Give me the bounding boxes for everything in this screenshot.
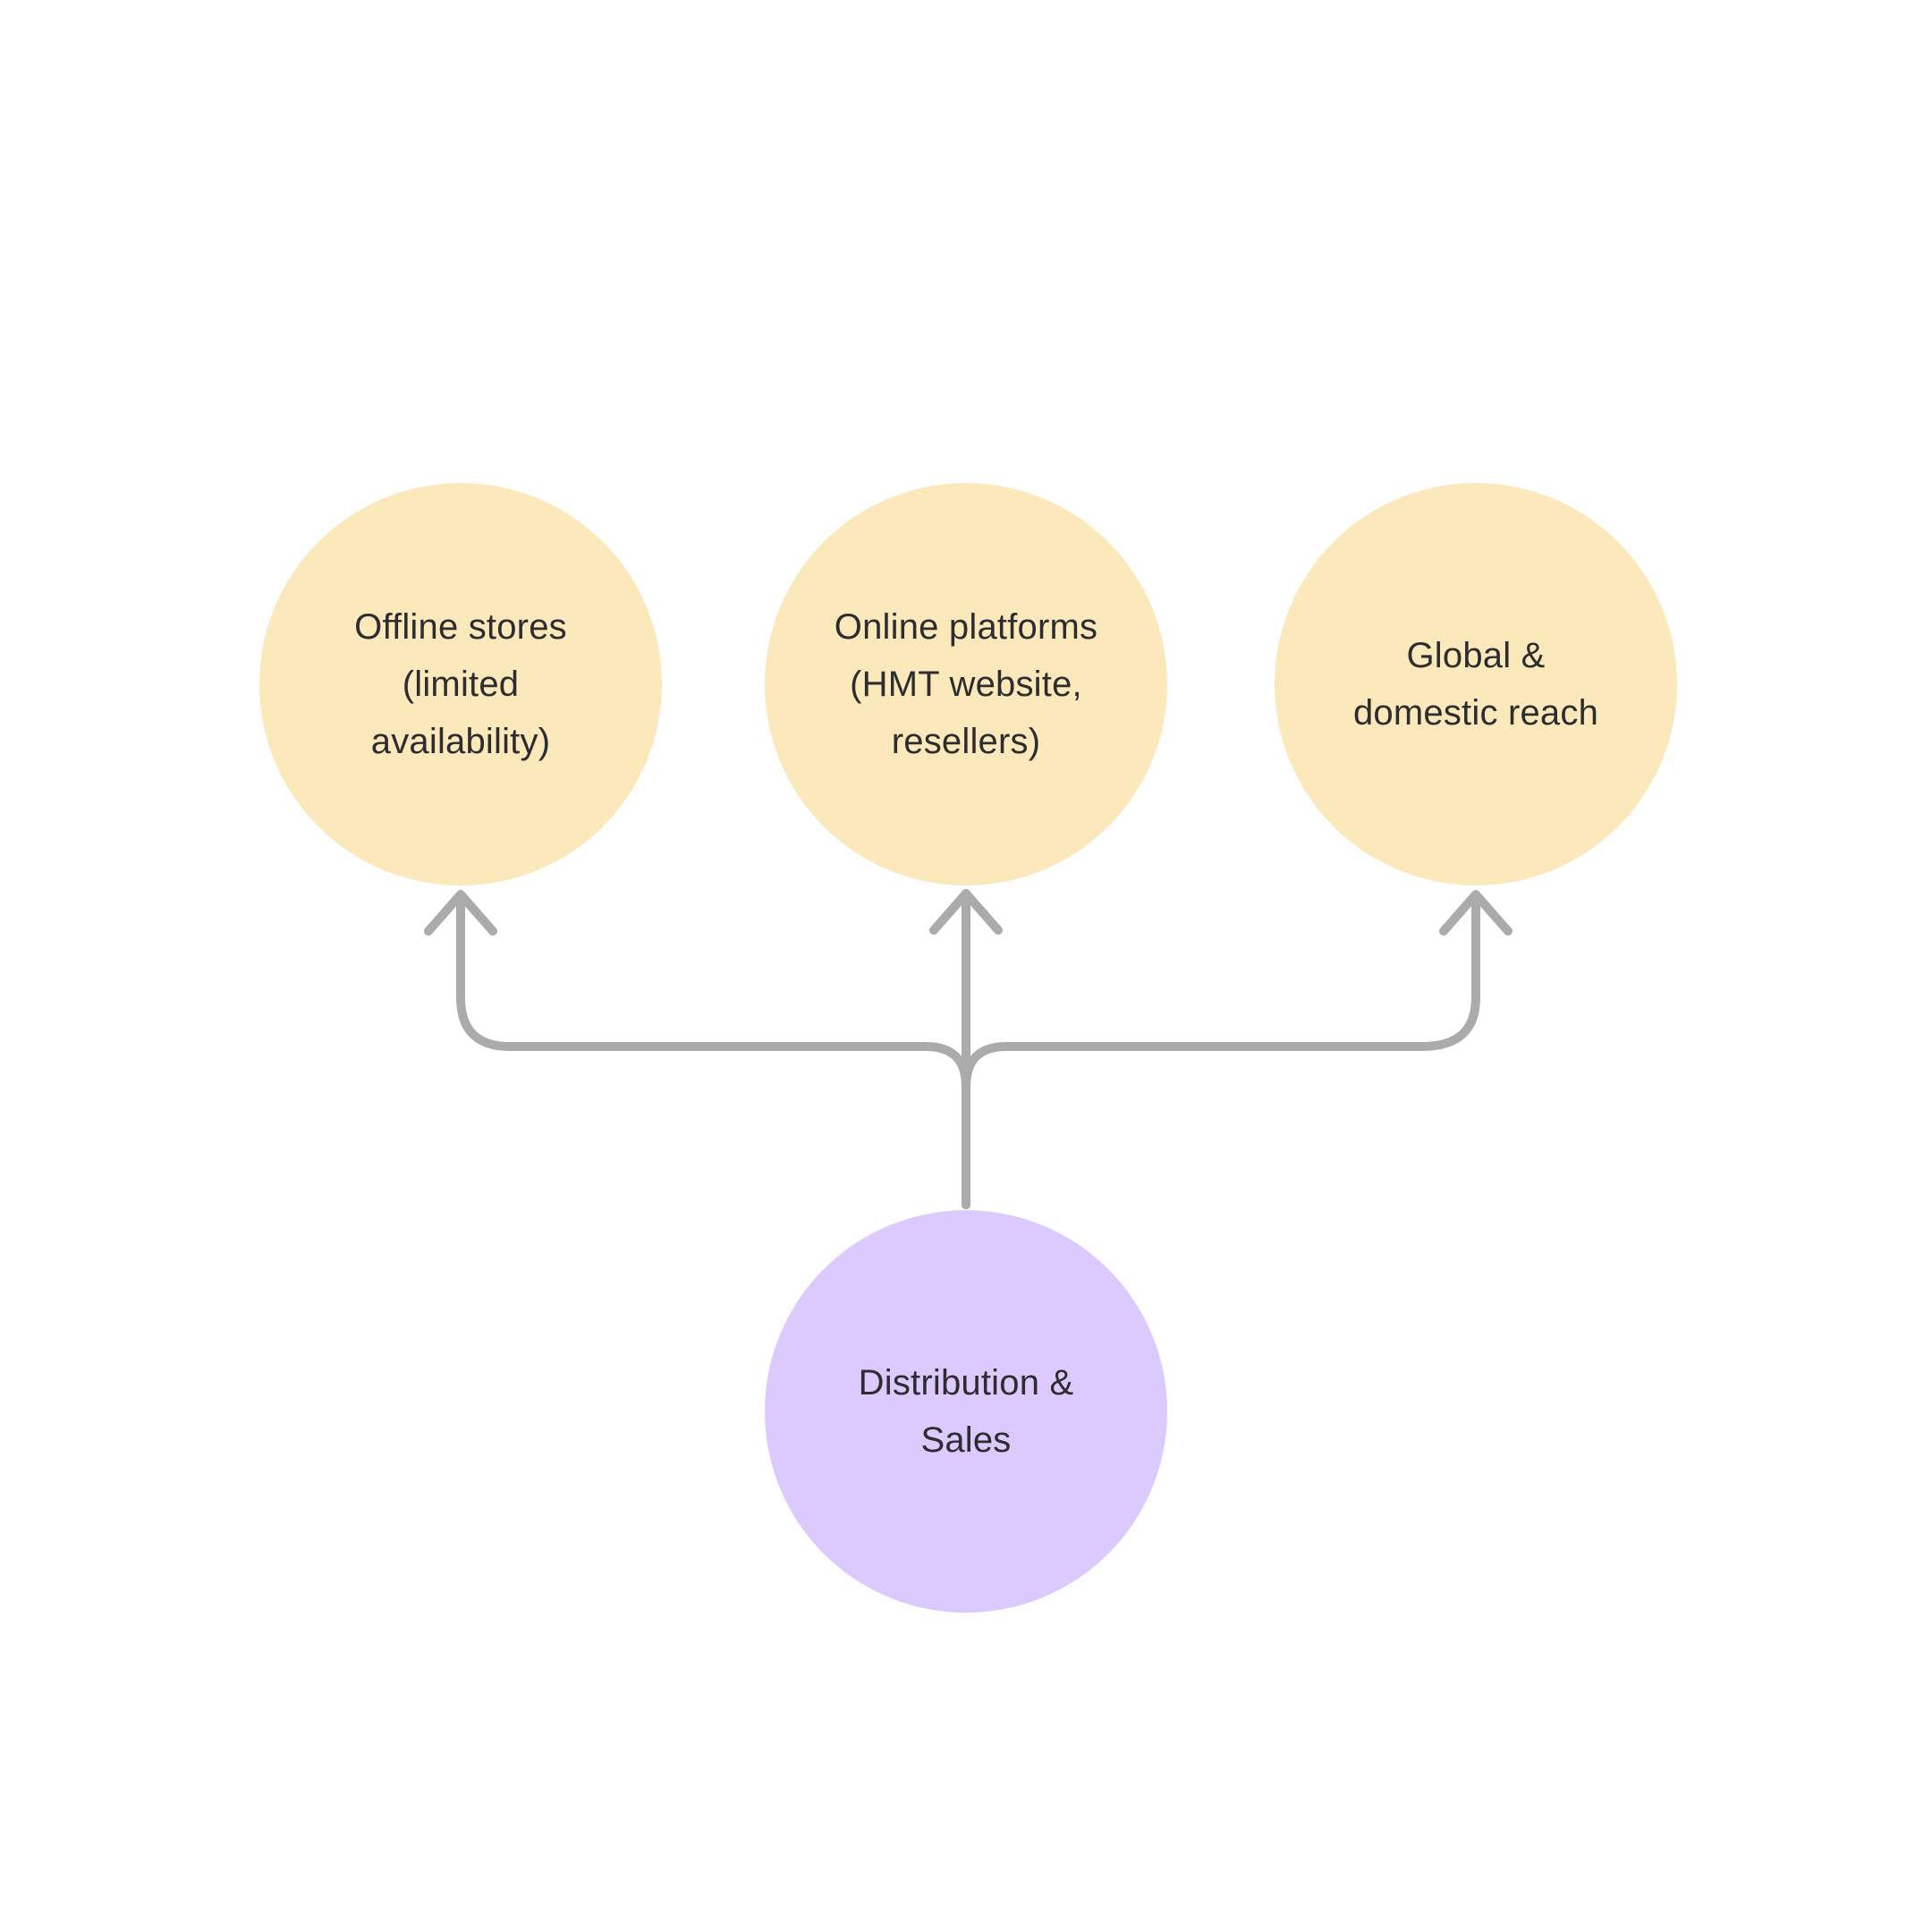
node-offline-stores xyxy=(259,483,662,886)
arrow-head-online-icon xyxy=(929,889,1003,935)
node-distribution-sales xyxy=(765,1210,1167,1613)
edge-distribution-to-global xyxy=(962,891,1480,1209)
arrow-head-global-icon xyxy=(1439,890,1513,936)
arrow-head-offline-icon xyxy=(424,890,497,936)
edge-distribution-to-offline xyxy=(456,891,970,1209)
node-online-platforms xyxy=(765,483,1167,886)
node-global-domestic-reach xyxy=(1275,483,1677,886)
